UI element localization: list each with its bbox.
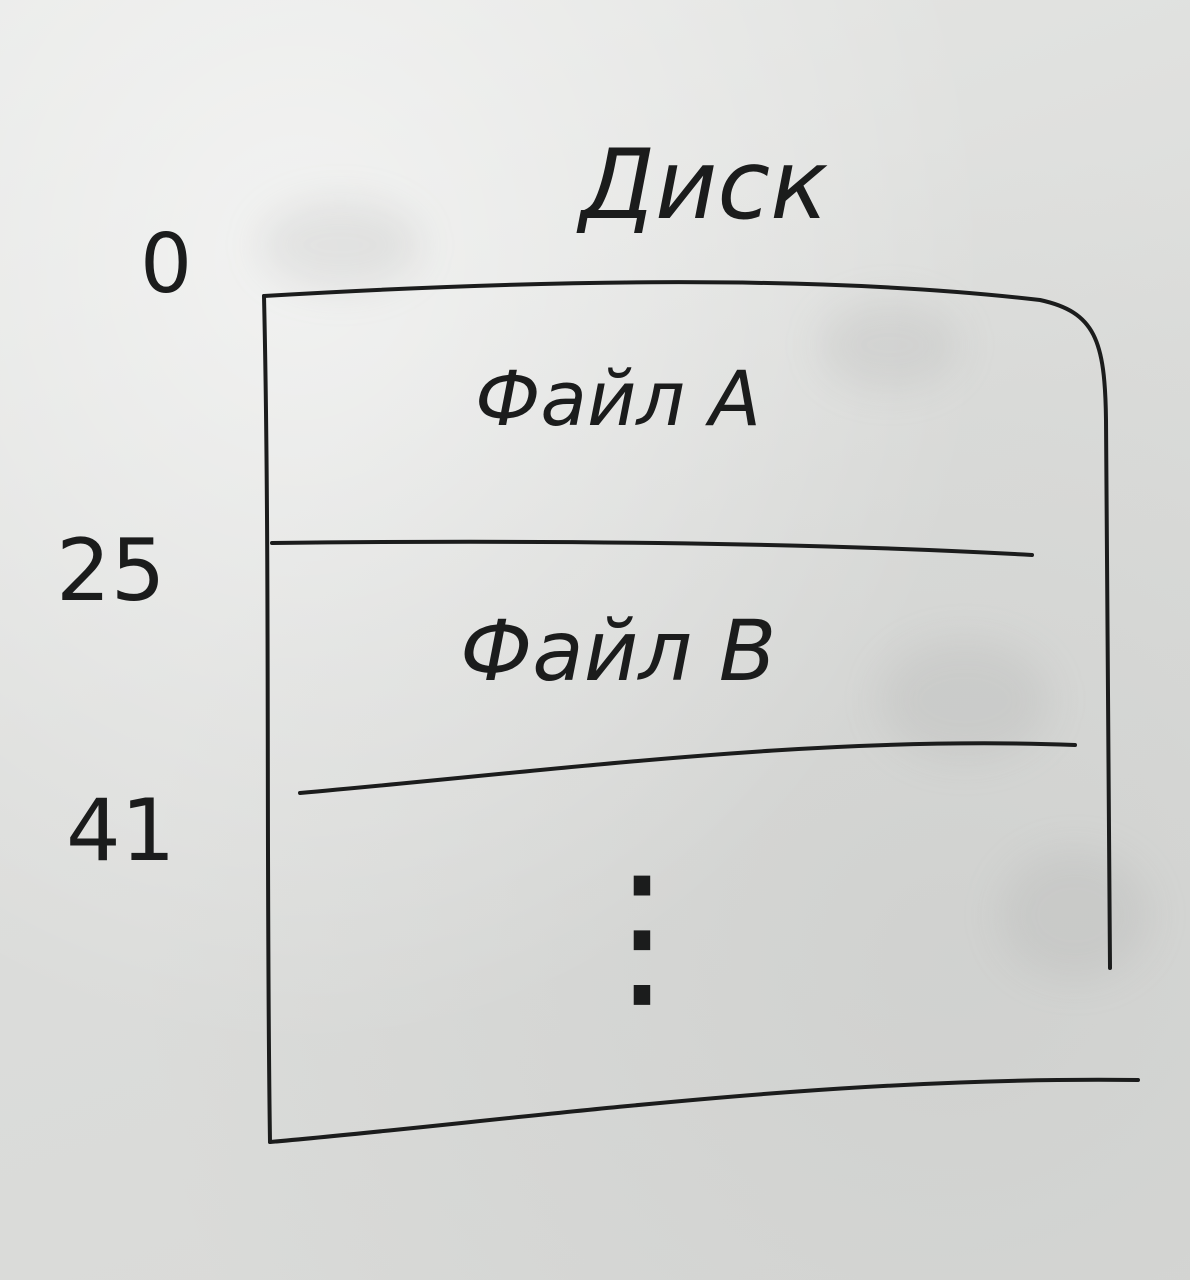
smudge [260, 200, 420, 290]
boundary-line-25 [270, 539, 1034, 557]
smudge [880, 640, 1050, 760]
file-a-label: Файл А [475, 354, 761, 443]
offset-label-0: 0 [140, 217, 192, 312]
offset-label-41: 41 [66, 781, 175, 881]
smudge [820, 300, 960, 390]
file-b-label: Файл B [460, 602, 776, 700]
ellipsis-mark: ⋮ [562, 841, 722, 1028]
boundary-line-41 [298, 741, 1077, 795]
smudge [1000, 850, 1150, 980]
diagram-title: Диск [576, 129, 828, 241]
disk-bottom-edge [268, 1077, 1140, 1144]
offset-label-25: 25 [56, 521, 165, 621]
disk-outline [262, 280, 1112, 970]
disk-left-edge [262, 294, 272, 1144]
